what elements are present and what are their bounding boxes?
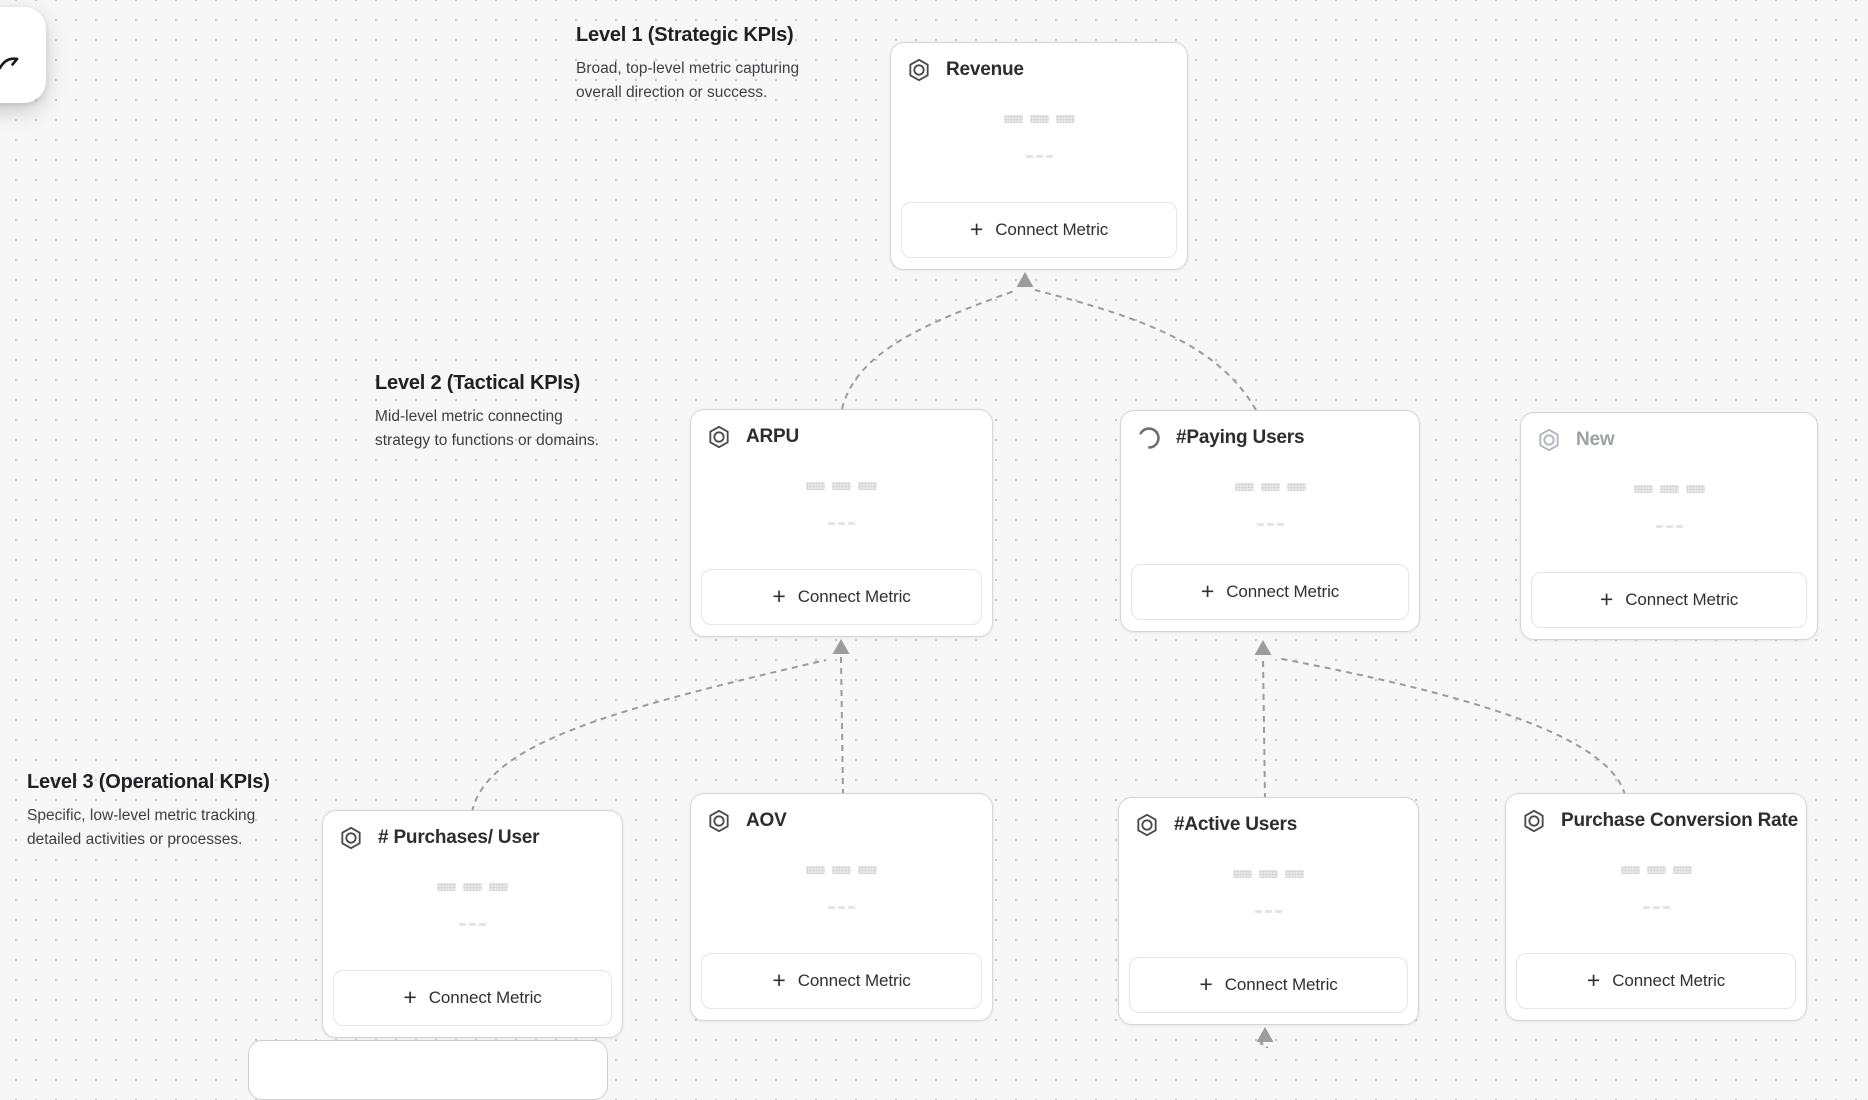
connect-metric-label: Connect Metric xyxy=(995,220,1109,239)
connect-metric-button[interactable]: + Connect Metric xyxy=(901,202,1177,258)
partial-metric-card[interactable] xyxy=(248,1040,608,1100)
metric-skeleton-row-small xyxy=(323,923,622,926)
metric-skeleton-row xyxy=(1506,866,1806,874)
level-title: Level 3 (Operational KPIs) xyxy=(27,771,270,793)
connect-metric-button[interactable]: + Connect Metric xyxy=(701,569,982,625)
connect-metric-label: Connect Metric xyxy=(1226,582,1340,601)
level-label-group: Level 2 (Tactical KPIs) Mid-level metric… xyxy=(375,372,599,453)
metric-card[interactable]: #Paying Users + Connect Metric xyxy=(1120,410,1420,632)
level-title: Level 1 (Strategic KPIs) xyxy=(576,24,794,46)
level-description: Specific, low-level metric tracking deta… xyxy=(27,807,256,848)
hexagon-metric-icon xyxy=(1134,812,1160,838)
connect-metric-label: Connect Metric xyxy=(1612,971,1726,990)
level-title: Level 2 (Tactical KPIs) xyxy=(375,372,581,394)
metric-card-header: Revenue xyxy=(906,57,1024,83)
metric-card-title: Purchase Conversion Rate xyxy=(1561,810,1799,831)
metric-card[interactable]: #Active Users + Connect Metric xyxy=(1118,797,1419,1025)
hexagon-metric-icon xyxy=(706,424,732,450)
connect-metric-button[interactable]: + Connect Metric xyxy=(701,953,982,1009)
connect-metric-label: Connect Metric xyxy=(1625,590,1739,609)
metric-card[interactable]: New + Connect Metric xyxy=(1520,412,1818,640)
metric-card-header: AOV xyxy=(706,808,787,834)
level-label-group: Level 3 (Operational KPIs) Specific, low… xyxy=(27,771,270,852)
connector-arrowhead-icon xyxy=(1256,1027,1274,1042)
hexagon-metric-icon xyxy=(1536,427,1562,453)
connect-metric-label: Connect Metric xyxy=(797,587,911,606)
plus-icon: + xyxy=(1599,585,1614,612)
metric-skeleton-row xyxy=(691,482,992,490)
hexagon-metric-icon xyxy=(338,825,364,851)
metric-skeleton-row-small xyxy=(1506,906,1806,909)
plus-icon: + xyxy=(403,983,417,1010)
plus-icon: + xyxy=(969,215,984,242)
metric-skeleton-row xyxy=(891,115,1187,123)
metric-card-header: New xyxy=(1536,427,1615,453)
metric-card[interactable]: Purchase Conversion Rate + Connect Metri… xyxy=(1505,793,1807,1021)
plus-icon: + xyxy=(1199,970,1213,997)
plus-icon: + xyxy=(772,582,786,609)
plus-icon: + xyxy=(772,966,786,993)
metric-skeleton-row-small xyxy=(691,522,992,525)
metric-card-header: Purchase Conversion Rate xyxy=(1521,808,1798,834)
metric-card[interactable]: AOV + Connect Metric xyxy=(690,793,993,1021)
metric-card-header: #Active Users xyxy=(1134,812,1297,838)
metric-card-title: ARPU xyxy=(746,426,800,447)
cursor-icon xyxy=(0,57,19,70)
plus-icon: + xyxy=(1586,966,1601,993)
metric-skeleton-row xyxy=(691,866,992,874)
metric-card[interactable]: # Purchases/ User + Connect Metric xyxy=(322,810,623,1038)
metric-card[interactable]: ARPU + Connect Metric xyxy=(690,409,993,637)
metric-card-title: #Active Users xyxy=(1174,814,1298,835)
connect-metric-label: Connect Metric xyxy=(428,988,542,1007)
connector-dashed-line xyxy=(1262,657,1266,800)
metric-skeleton-row xyxy=(1121,483,1419,491)
hexagon-metric-icon xyxy=(906,57,932,83)
metric-card[interactable]: Revenue + Connect Metric xyxy=(890,42,1188,270)
metric-skeleton-row-small xyxy=(691,906,992,909)
connector-dashed-line xyxy=(471,659,827,813)
connector-dashed-line xyxy=(841,289,1018,410)
level-label-group: Level 1 (Strategic KPIs) Broad, top-leve… xyxy=(576,24,799,105)
connect-metric-button[interactable]: + Connect Metric xyxy=(1131,564,1409,620)
metric-skeleton-row-small xyxy=(1521,525,1817,528)
plus-icon: + xyxy=(1200,577,1215,604)
connect-metric-label: Connect Metric xyxy=(1224,975,1338,994)
level-description: Mid-level metric connecting strategy to … xyxy=(375,408,600,449)
metric-skeleton-row xyxy=(1521,485,1817,493)
metric-card-title: #Paying Users xyxy=(1176,427,1305,448)
hexagon-metric-icon xyxy=(1521,808,1547,834)
metric-skeleton-row xyxy=(323,883,622,891)
metric-card-title: # Purchases/ User xyxy=(378,827,540,848)
connector-arrowhead-icon xyxy=(1254,640,1272,655)
metric-skeleton-row-small xyxy=(891,155,1187,158)
connect-metric-button[interactable]: + Connect Metric xyxy=(1129,957,1408,1013)
metric-card-title: Revenue xyxy=(946,59,1024,80)
metric-card-title: New xyxy=(1576,429,1615,450)
metric-card-title: AOV xyxy=(746,810,787,831)
toolbar-panel[interactable] xyxy=(0,7,46,103)
connector-arrowhead-icon xyxy=(832,639,850,654)
connector-dashed-line xyxy=(1259,1041,1269,1048)
spinner-icon xyxy=(1136,425,1162,451)
connect-metric-label: Connect Metric xyxy=(797,971,911,990)
connector-dashed-line xyxy=(840,656,844,796)
connect-metric-button[interactable]: + Connect Metric xyxy=(333,970,612,1026)
metric-skeleton-row-small xyxy=(1119,910,1418,913)
metric-skeleton-row xyxy=(1119,870,1418,878)
connector-dashed-line xyxy=(1276,657,1626,796)
connect-metric-button[interactable]: + Connect Metric xyxy=(1531,572,1807,628)
metric-skeleton-row-small xyxy=(1121,523,1419,526)
level-description: Broad, top-level metric capturing overal… xyxy=(576,60,800,101)
hexagon-metric-icon xyxy=(706,808,732,834)
connector-arrowhead-icon xyxy=(1016,272,1034,287)
connect-metric-button[interactable]: + Connect Metric xyxy=(1516,953,1796,1009)
metric-card-header: #Paying Users xyxy=(1136,425,1305,451)
connector-dashed-line xyxy=(1034,289,1257,411)
metric-card-header: # Purchases/ User xyxy=(338,825,540,851)
metric-card-header: ARPU xyxy=(706,424,799,450)
